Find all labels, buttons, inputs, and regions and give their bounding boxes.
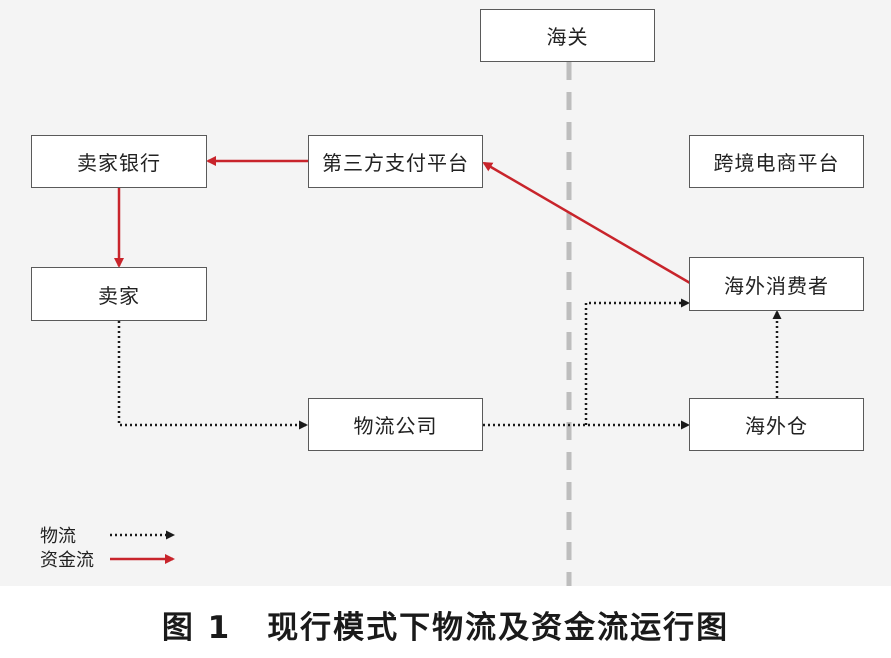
overseas-consumer-node: 海外消费者: [689, 257, 864, 311]
capital-flow-consumer-to-payment: [482, 161, 691, 285]
seller-node: 卖家: [31, 267, 207, 321]
third-party-payment-node: 第三方支付平台: [308, 135, 483, 188]
legend-capital-label: 资金流: [40, 550, 94, 571]
logistics-flow-direct-to-consumer: [584, 298, 690, 425]
figure-number: 图 1: [161, 609, 232, 646]
figure-title: 现行模式下物流及资金流运行图: [267, 609, 730, 646]
cross-border-platform-node: 跨境电商平台: [689, 135, 864, 188]
customs-node: 海关: [480, 9, 655, 62]
flow-lines: [110, 62, 782, 586]
diagram-canvas: 海关 卖家银行 第三方支付平台 跨境电商平台 卖家 海外消费者 物流公司 海外仓…: [0, 0, 891, 586]
legend-logistics-label: 物流: [40, 526, 76, 547]
overseas-warehouse-node: 海外仓: [689, 398, 864, 451]
logistics-flow-seller-to-company: [117, 321, 308, 430]
figure-caption: 图 1 现行模式下物流及资金流运行图: [0, 594, 891, 654]
seller-bank-node: 卖家银行: [31, 135, 207, 188]
logistics-company-node: 物流公司: [308, 398, 483, 451]
